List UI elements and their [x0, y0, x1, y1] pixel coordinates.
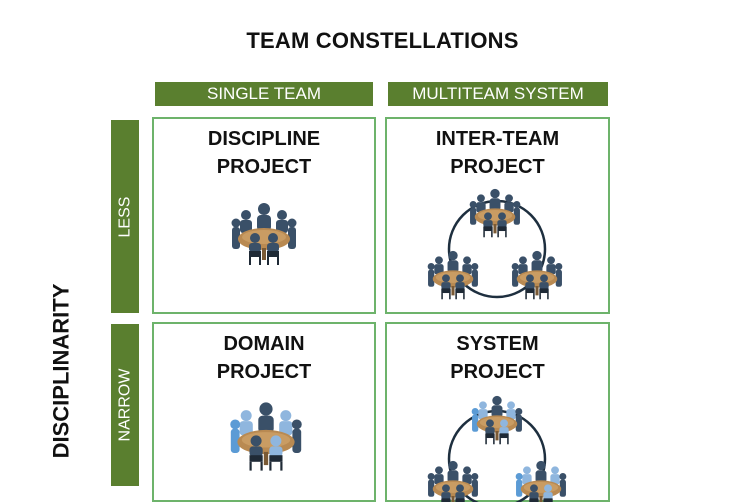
cell-title-line2: PROJECT	[216, 361, 312, 383]
cell-title: DOMAIN PROJECT	[154, 330, 374, 386]
cell-title-line2: PROJECT	[216, 156, 312, 178]
row-header-less-label: LESS	[116, 196, 134, 237]
cell-title-line2: PROJECT	[450, 361, 545, 383]
cell-system-project: SYSTEM PROJECT	[385, 322, 610, 502]
team-meeting-icon	[427, 460, 479, 502]
column-header-multiteam-system: MULTITEAM SYSTEM	[388, 82, 608, 106]
cell-title: SYSTEM PROJECT	[387, 330, 608, 386]
column-header-single-team: SINGLE TEAM	[155, 82, 373, 106]
team-meeting-icon	[469, 188, 521, 238]
diagram-title: TEAM CONSTELLATIONS	[246, 28, 519, 53]
team-meeting-icon	[230, 402, 302, 471]
cell-title: INTER-TEAM PROJECT	[387, 125, 608, 181]
team-network-diagram	[427, 395, 567, 502]
cell-title-line1: SYSTEM	[456, 333, 539, 355]
cell-domain-project: DOMAIN PROJECT	[152, 322, 376, 502]
cell-title-line1: DOMAIN	[223, 333, 305, 355]
team-meeting-icon	[515, 460, 567, 502]
y-axis-label: DISCIPLINARITY	[40, 255, 82, 486]
cell-title-line1: INTER-TEAM	[435, 128, 560, 150]
y-axis-label-text: DISCIPLINARITY	[48, 283, 74, 458]
row-header-narrow-label: NARROW	[116, 368, 134, 442]
team-meeting-icon	[427, 250, 479, 300]
cell-title: DISCIPLINE PROJECT	[154, 125, 374, 181]
row-header-narrow: NARROW	[111, 324, 139, 486]
team-meeting-icon	[471, 395, 523, 445]
row-header-less: LESS	[111, 120, 139, 313]
cell-title-line2: PROJECT	[450, 156, 545, 178]
team-network-diagram	[427, 188, 563, 300]
cell-inter-team-project: INTER-TEAM PROJECT	[385, 117, 610, 314]
cell-discipline-project: DISCIPLINE PROJECT	[152, 117, 376, 314]
cell-title-line1: DISCIPLINE	[207, 128, 321, 150]
team-meeting-icon	[231, 203, 297, 265]
